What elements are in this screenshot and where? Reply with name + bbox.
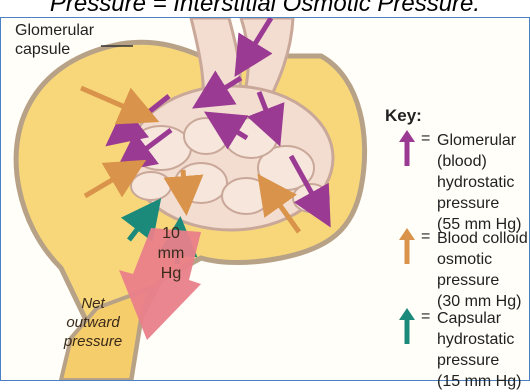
key-equals: = [421, 308, 430, 326]
orange-up-arrow-icon [397, 228, 417, 266]
slide: Pressure = Interstitial Osmotic Pressure… [0, 0, 530, 381]
purple-up-arrow-icon [397, 130, 417, 168]
glomerulus-figure: Glomerular capsule 10 mm Hg Net outward … [0, 17, 530, 381]
key-text-capsular: Capsular hydrostatic pressure (15 mm Hg) [437, 308, 521, 392]
teal-up-arrow-icon [397, 308, 417, 346]
key-title: Key: [385, 106, 422, 126]
net-outward-pressure-label: Net outward pressure [53, 294, 133, 351]
key-text-glomerular: Glomerular (blood) hydrostatic pressure … [437, 130, 521, 235]
pressure-value-label: 10 mm Hg [151, 224, 191, 284]
key-text-colloid: Blood colloid osmotic pressure (30 mm Hg… [437, 228, 528, 312]
capillary-tuft [129, 86, 333, 230]
key-equals: = [421, 228, 430, 246]
slide-heading: Pressure = Interstitial Osmotic Pressure… [0, 0, 530, 17]
key-equals: = [421, 130, 430, 148]
glomerular-capsule-label: Glomerular capsule [15, 21, 94, 59]
